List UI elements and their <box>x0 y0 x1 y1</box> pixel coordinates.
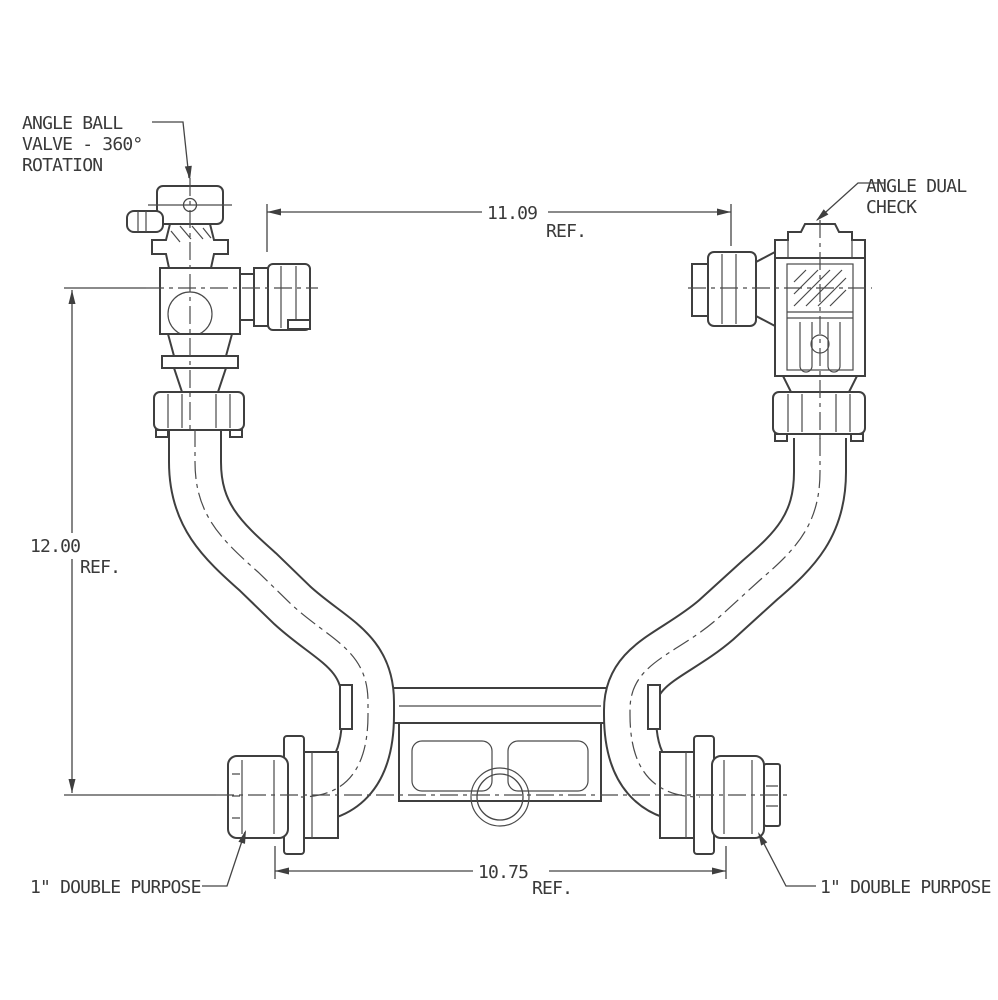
dim-bottom-ref: REF. <box>532 878 572 899</box>
dim-top-ref: REF. <box>546 221 586 242</box>
right-clamp-flat <box>647 684 661 730</box>
label-ball-valve-line1: ANGLE BALL <box>22 113 123 134</box>
label-left-connection: 1" DOUBLE PURPOSE <box>30 830 246 898</box>
angle-dual-check-valve <box>691 223 866 442</box>
label-right-connection: 1" DOUBLE PURPOSE <box>758 832 991 898</box>
label-dual-check-line1: ANGLE DUAL <box>866 176 967 197</box>
valve-union-nut <box>153 391 245 431</box>
check-union-nut <box>772 391 866 435</box>
meter-hole-circle <box>476 773 524 821</box>
left-clamp-flat <box>339 684 353 730</box>
label-ball-valve-line3: ROTATION <box>22 155 102 176</box>
check-inlet-nut <box>707 251 757 327</box>
dim-bottom-value: 10.75 <box>478 862 528 883</box>
valve-side-port <box>126 210 164 233</box>
label-ball-valve-line2: VALVE - 360° <box>22 134 142 155</box>
label-angle-ball-valve: ANGLE BALL VALVE - 360° ROTATION <box>22 113 192 180</box>
centerlines <box>146 178 872 798</box>
dim-top-value: 11.09 <box>487 203 537 224</box>
center-bracket-plate <box>398 722 602 827</box>
dimension-bottom-width: 10.75 REF. <box>274 846 727 899</box>
meter-boss-circle <box>470 767 530 827</box>
check-inlet-end <box>691 263 709 317</box>
dim-left-value: 12.00 <box>30 536 80 557</box>
right-coupling-nut <box>711 755 765 839</box>
dimension-top-width: 11.09 REF. <box>266 203 732 252</box>
dimension-left-height: 12.00 REF. <box>30 287 216 796</box>
left-riser-tube <box>168 429 395 824</box>
left-coupling-nut <box>227 755 289 839</box>
label-right-connection-text: 1" DOUBLE PURPOSE <box>820 877 991 898</box>
dim-left-ref: REF. <box>80 557 120 578</box>
right-riser-tube <box>603 438 847 824</box>
angle-ball-valve <box>126 185 311 438</box>
label-angle-dual-check: ANGLE DUAL CHECK <box>816 176 968 221</box>
label-dual-check-line2: CHECK <box>866 197 917 218</box>
label-left-connection-text: 1" DOUBLE PURPOSE <box>30 877 201 898</box>
